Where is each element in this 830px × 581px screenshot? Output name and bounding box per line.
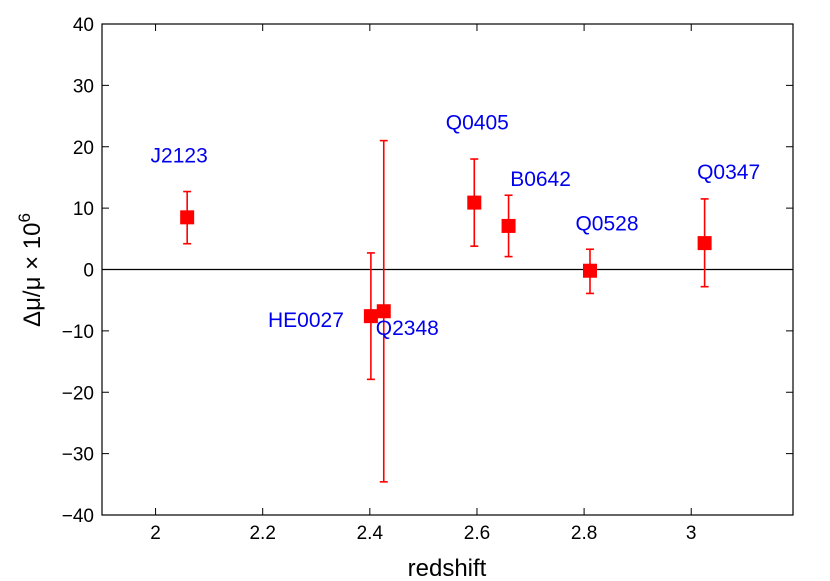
y-tick-label: −40 [62, 506, 94, 527]
y-axis-title-exponent: 6 [15, 213, 34, 222]
point-label: Q2348 [376, 317, 439, 340]
y-axis-title-base: Δμ/μ × 10 [19, 223, 46, 327]
error-bars [183, 139, 709, 483]
y-tick-label: −20 [62, 383, 94, 404]
y-axis-title: Δμ/μ × 106 [15, 213, 46, 327]
point-label: J2123 [151, 144, 208, 167]
y-tick-label: 0 [83, 261, 94, 282]
x-tick-label: 2.2 [249, 523, 275, 544]
point-label: Q0347 [697, 161, 760, 184]
point-label: HE0027 [268, 309, 344, 332]
x-axis-title: redshift [408, 555, 487, 581]
point-label: B0642 [510, 168, 571, 191]
x-tick-label: 3 [686, 523, 697, 544]
data-point-marker [180, 210, 195, 225]
data-markers [180, 195, 712, 324]
data-point-marker [376, 304, 391, 319]
y-tick-label: 10 [73, 199, 94, 220]
data-point-marker [697, 236, 712, 251]
data-point-marker [501, 218, 516, 233]
point-label: Q0405 [446, 112, 509, 135]
x-tick-label: 2.4 [357, 523, 384, 544]
y-tick-label: 40 [73, 15, 94, 36]
data-point-marker [467, 195, 482, 210]
y-tick-label: −10 [62, 322, 94, 343]
y-tick-label: −30 [62, 445, 94, 466]
axis-ticks: 2 2.2 2.4 2.6 2.8 3 40 30 20 10 0 −10 −20 −30 −40 [62, 15, 793, 544]
y-tick-label: 30 [73, 76, 94, 97]
point-label: Q0528 [575, 213, 638, 236]
data-point-marker [582, 263, 597, 278]
x-tick-label: 2.6 [464, 523, 490, 544]
x-tick-label: 2.8 [571, 523, 597, 544]
y-tick-label: 20 [73, 138, 94, 159]
data-point-marker [363, 309, 378, 324]
x-tick-label: 2 [150, 523, 161, 544]
